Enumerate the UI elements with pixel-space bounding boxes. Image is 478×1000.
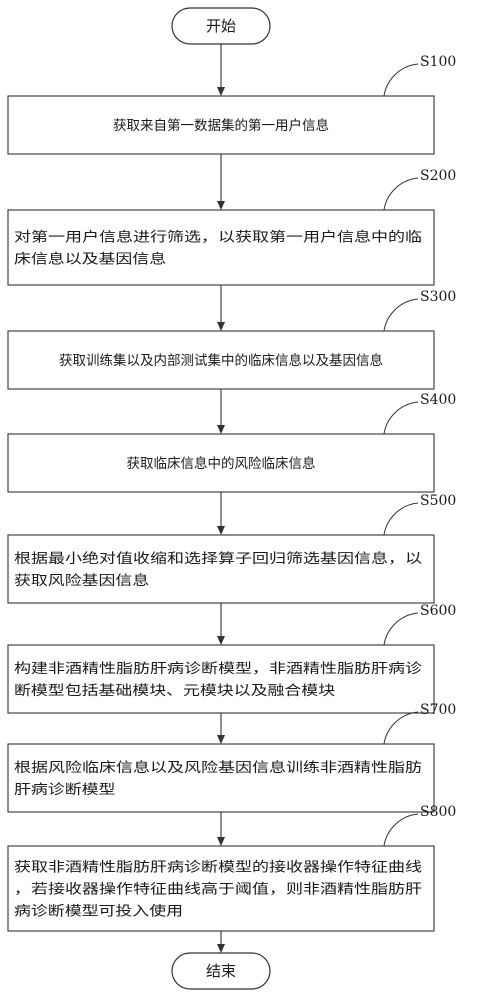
arrowhead-icon (217, 322, 225, 331)
flowchart-steps: S100 获取来自第一数据集的第一用户信息 S200 对第一用户信息进行筛选，以获取第… (7, 54, 456, 932)
step-text-line: 肝病诊断模型 (14, 782, 115, 798)
connector-arrow (217, 603, 225, 645)
step-text-line: 获取训练集以及内部测试集中的临床信息以及基因信息 (59, 352, 383, 369)
step-text-line: 根据最小绝对值收缩和选择算子回归筛选基因信息，以 (14, 550, 423, 567)
step-label-leader (383, 177, 419, 211)
step-box (7, 209, 435, 286)
step-id-label: S300 (420, 289, 456, 305)
end-label: 结束 (206, 962, 236, 980)
step-s600: S600 构建非酒精性脂肪肝病诊断模型，非酒精性脂肪肝病诊断模型包括基础模块、元模… (7, 603, 456, 714)
arrowhead-icon (217, 944, 225, 953)
connector-arrow (217, 931, 225, 953)
connector-arrow (217, 713, 225, 744)
arrowhead-icon (217, 87, 225, 96)
connector-arrow (217, 285, 225, 331)
step-s100: S100 获取来自第一数据集的第一用户信息 (7, 54, 456, 155)
step-box (7, 845, 435, 932)
step-box (7, 644, 435, 714)
step-text-line: 获取非酒精性脂肪肝病诊断模型的接收器操作特征曲线 (14, 858, 422, 875)
step-text-line: 断模型包括基础模块、元模块以及融合模块 (14, 682, 336, 699)
step-id-label: S400 (420, 392, 456, 408)
step-text-line: 病诊断模型可投入使用 (14, 902, 183, 919)
step-text-line: 获取临床信息中的风险临床信息 (127, 455, 316, 472)
end-terminal-shape (171, 952, 271, 990)
step-label-leader (383, 298, 419, 332)
step-s300: S300 获取训练集以及内部测试集中的临床信息以及基因信息 (7, 289, 456, 390)
connector-arrow (217, 154, 225, 210)
step-id-label: S800 (420, 804, 456, 820)
step-text-line: 床信息以及基因信息 (14, 250, 166, 267)
step-label-leader (383, 813, 419, 847)
step-text-line: 根据风险临床信息以及风险基因信息训练非酒精性脂肪 (14, 759, 422, 776)
connector-arrow (217, 812, 225, 846)
step-box (7, 743, 435, 813)
arrowhead-icon (217, 735, 225, 744)
arrowhead-icon (217, 526, 225, 535)
step-id-label: S600 (420, 603, 456, 619)
arrowhead-icon (217, 636, 225, 645)
step-id-label: S700 (420, 702, 456, 718)
step-id-label: S100 (420, 54, 456, 70)
end-terminal: 结束 (171, 952, 271, 990)
step-label-leader (383, 612, 419, 646)
step-box (7, 433, 435, 493)
step-label-leader (383, 63, 419, 97)
step-s800: S800 获取非酒精性脂肪肝病诊断模型的接收器操作特征曲线 ，若接收器操作特征曲线高… (7, 804, 456, 932)
step-s400: S400 获取临床信息中的风险临床信息 (7, 392, 456, 493)
step-label-leader (383, 711, 419, 745)
step-id-label: S500 (420, 493, 456, 509)
connector-arrow (217, 44, 225, 96)
step-label-leader (383, 401, 419, 435)
start-label: 开始 (206, 17, 236, 35)
connector-arrow (217, 492, 225, 535)
step-text-line: 获取风险基因信息 (14, 572, 149, 589)
flowchart-connectors (217, 44, 225, 953)
start-terminal: 开始 (171, 7, 271, 45)
step-text-line: 构建非酒精性脂肪肝病诊断模型，非酒精性脂肪肝病诊 (14, 661, 423, 677)
connector-arrow (217, 389, 225, 434)
step-text-line: 对第一用户信息进行筛选，以获取第一用户信息中的临 (14, 228, 422, 245)
step-label-leader (383, 502, 419, 536)
step-box (7, 95, 435, 155)
step-id-label: S200 (420, 168, 456, 184)
step-text-line: ，若接收器操作特征曲线高于阈值，则非酒精性脂肪肝 (14, 880, 422, 897)
arrowhead-icon (217, 201, 225, 210)
step-text-line: 获取来自第一数据集的第一用户信息 (113, 117, 329, 134)
step-box (7, 534, 435, 604)
arrowhead-icon (217, 425, 225, 434)
arrowhead-icon (217, 837, 225, 846)
